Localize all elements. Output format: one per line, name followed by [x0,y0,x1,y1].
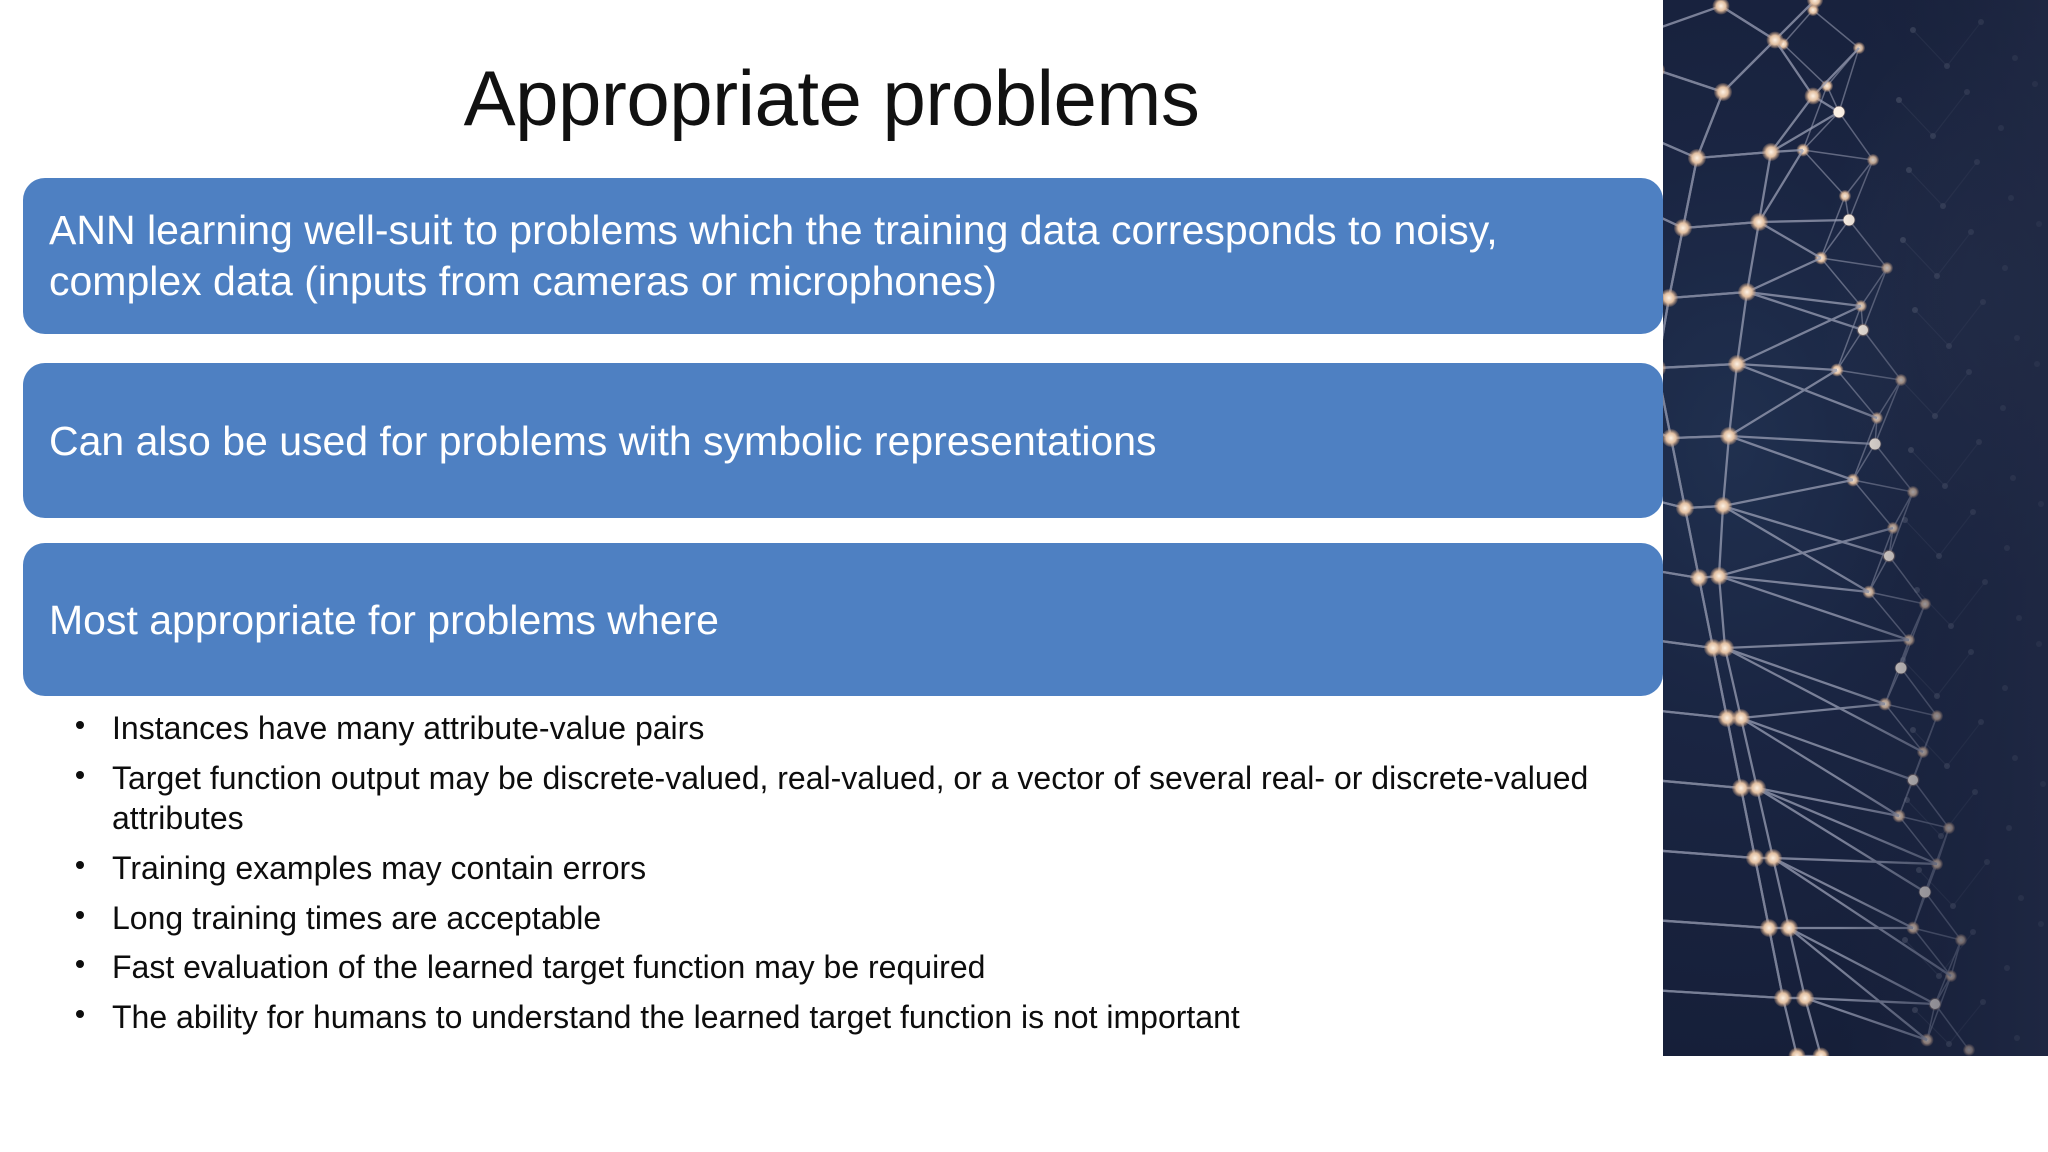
list-item-label: Fast evaluation of the learned target fu… [112,949,986,986]
bullet-dot-icon [76,770,84,779]
bullet-dot-icon [76,910,84,919]
callout-box-1: ANN learning well-suit to problems which… [23,178,1663,334]
list-item-label: The ability for humans to understand the… [112,998,1240,1035]
list-item: The ability for humans to understand the… [58,997,1658,1038]
list-item: Target function output may be discrete-v… [58,758,1658,839]
list-item-label: Long training times are acceptable [112,899,602,936]
list-item-label: Target function output may be discrete-v… [112,759,1589,837]
bullet-dot-icon [76,960,84,969]
bullet-list: Instances have many attribute-value pair… [58,708,1658,1046]
network-far-layer [1896,19,2046,1047]
bullet-dot-icon [76,860,84,869]
list-item: Instances have many attribute-value pair… [58,708,1658,749]
network-graph-svg [1663,0,2046,1056]
list-item: Long training times are acceptable [58,898,1658,939]
callout-box-3: Most appropriate for problems where [23,543,1663,696]
list-item: Fast evaluation of the learned target fu… [58,947,1658,988]
list-item-label: Instances have many attribute-value pair… [112,710,705,746]
network-highlight-nodes [1833,106,1940,1009]
bullet-dot-icon [76,721,84,729]
callout-box-1-text: ANN learning well-suit to problems which… [49,207,1498,304]
network-near-layer [1663,0,1952,1056]
network-graph-photo [1663,0,2048,1056]
list-item: Training examples may contain errors [58,848,1658,889]
callout-box-2-text: Can also be used for problems with symbo… [49,418,1157,465]
callout-box-2: Can also be used for problems with symbo… [23,363,1663,518]
page-title: Appropriate problems [463,54,1200,143]
bullet-dot-icon [76,1009,84,1018]
callout-box-3-text: Most appropriate for problems where [49,597,719,644]
list-item-label: Training examples may contain errors [112,849,647,886]
